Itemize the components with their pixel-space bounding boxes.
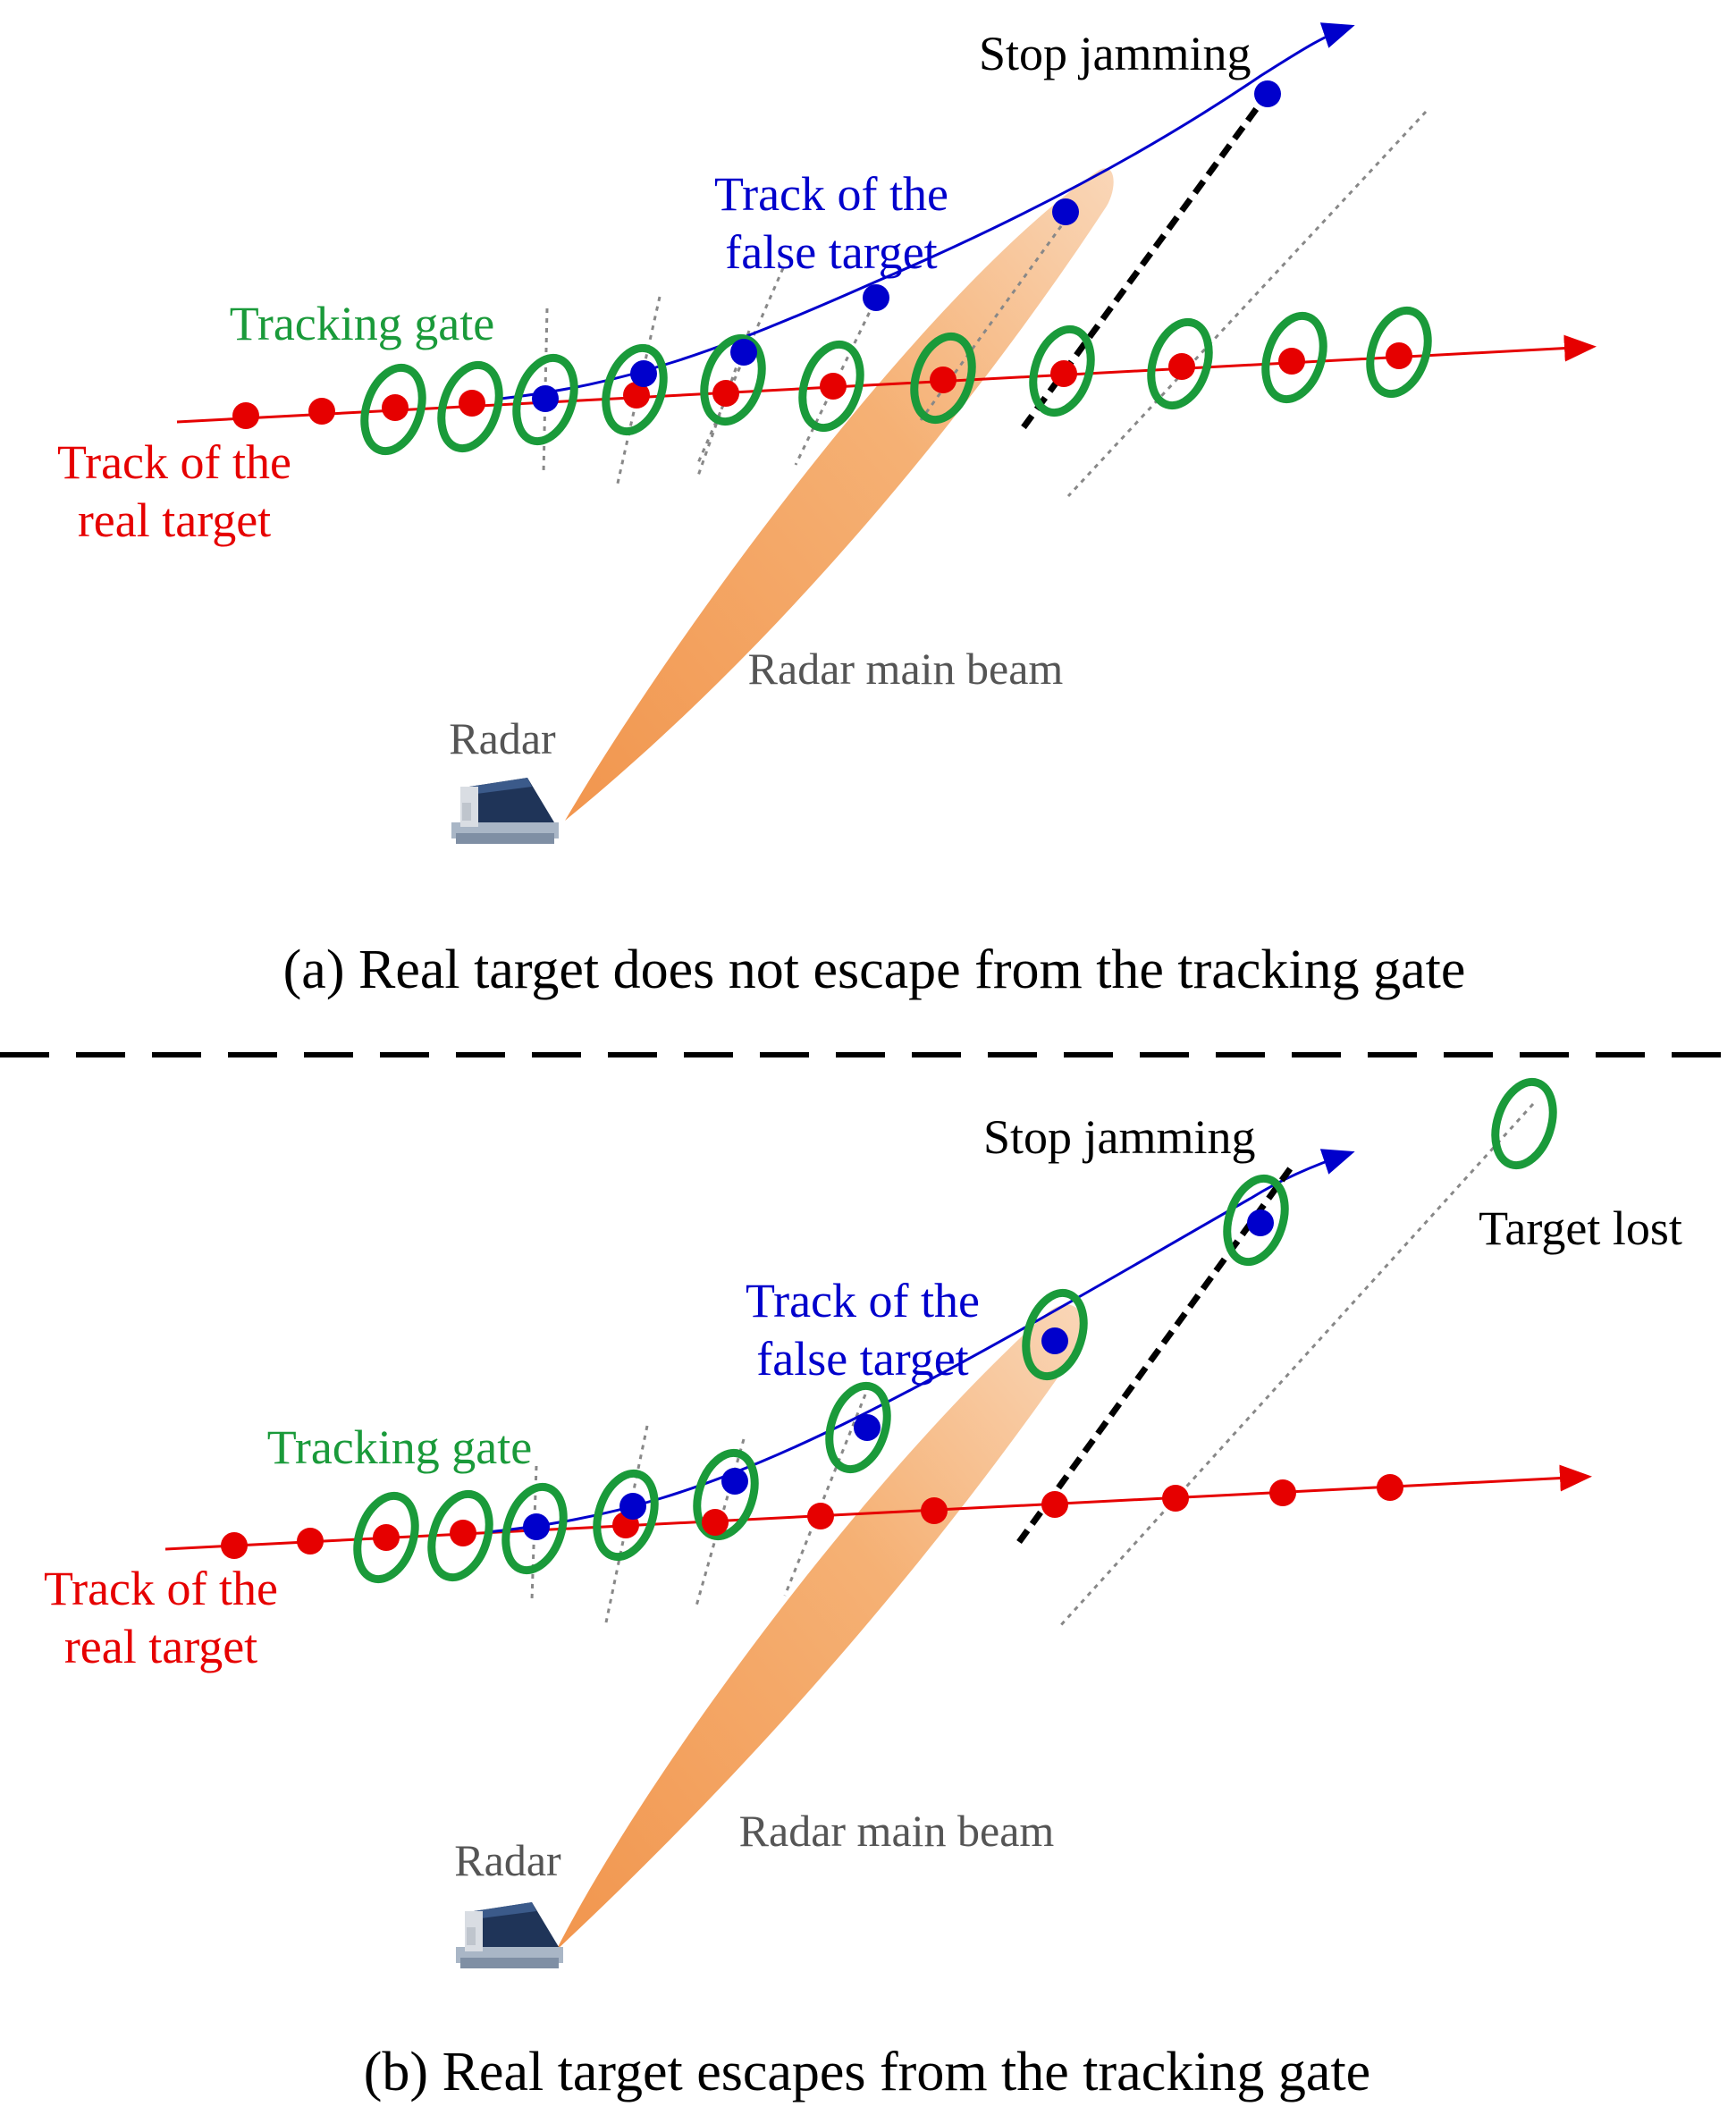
- gate-ellipse: [825, 1381, 891, 1474]
- real-track-label-a-line1: Track of the: [57, 435, 291, 489]
- false-point: [721, 1468, 748, 1495]
- false-target-points-a: [532, 80, 1281, 412]
- real-point: [459, 390, 485, 417]
- false-point: [532, 385, 559, 412]
- beam-label-a: Radar main beam: [748, 644, 1064, 694]
- stop-jamming-label-a: Stop jamming: [979, 27, 1251, 80]
- caption-a: (a) Real target does not escape from the…: [283, 940, 1466, 1000]
- tracking-gate-label-b: Tracking gate: [267, 1420, 532, 1474]
- gate-ellipse: [360, 363, 426, 456]
- radar-icon-a: [451, 778, 559, 844]
- caption-b: (b) Real target escapes from the trackin…: [364, 2042, 1370, 2102]
- stop-jamming-label-b: Stop jamming: [983, 1110, 1256, 1164]
- tracking-gates-b: [353, 1077, 1557, 1584]
- false-track-label-b-line1: Track of the: [746, 1274, 980, 1327]
- radar-label-b: Radar: [454, 1835, 561, 1885]
- real-point: [921, 1497, 948, 1524]
- real-point: [373, 1524, 400, 1551]
- gate-ellipse: [798, 340, 864, 433]
- beam-label-b: Radar main beam: [739, 1806, 1055, 1856]
- radar-main-beam-b: [556, 1304, 1084, 1951]
- radar-main-beam-a: [565, 168, 1114, 821]
- false-point: [523, 1513, 550, 1540]
- real-target-points-a: [232, 342, 1412, 429]
- real-point: [297, 1528, 324, 1555]
- gate-ellipse: [437, 360, 503, 453]
- gate-ellipse: [1366, 306, 1432, 399]
- false-point: [863, 284, 889, 311]
- false-point: [730, 339, 757, 366]
- false-target-points-b: [523, 1209, 1274, 1540]
- false-point: [630, 360, 657, 387]
- gate-ellipse: [602, 343, 668, 436]
- panel-a: Stop jamming Track of the false target T…: [57, 22, 1597, 1000]
- real-target-track-a: [176, 334, 1597, 424]
- real-point: [221, 1532, 248, 1559]
- false-track-label-b-line2: false target: [756, 1332, 968, 1386]
- real-point: [1050, 360, 1077, 387]
- real-point: [702, 1509, 729, 1536]
- real-point: [1377, 1474, 1403, 1501]
- real-point: [1162, 1485, 1189, 1512]
- gate-ellipse: [1147, 317, 1213, 410]
- real-point: [623, 382, 650, 409]
- real-point: [712, 380, 739, 407]
- false-point: [1041, 1327, 1068, 1354]
- false-point: [619, 1493, 646, 1520]
- real-point: [807, 1503, 834, 1529]
- gate-ellipse: [1223, 1174, 1289, 1267]
- real-point: [232, 402, 259, 429]
- panel-b: Stop jamming Target lost Track of the fa…: [44, 1077, 1682, 2102]
- real-track-label-b-line1: Track of the: [44, 1562, 278, 1615]
- real-track-label-b-line2: real target: [64, 1620, 257, 1673]
- stop-jamming-line-b: [1016, 1164, 1294, 1545]
- gate-ellipse: [501, 1482, 568, 1575]
- real-point: [1269, 1479, 1296, 1506]
- false-track-label-a-line2: false target: [725, 225, 937, 279]
- gate-ellipse: [427, 1489, 493, 1582]
- real-point: [820, 373, 847, 400]
- gate-ellipse: [1022, 1288, 1088, 1381]
- gate-ellipse: [910, 332, 976, 425]
- radar-icon-b: [456, 1902, 563, 1968]
- real-track-label-a-line2: real target: [78, 493, 271, 547]
- false-track-label-a-line1: Track of the: [714, 167, 948, 221]
- gate-ellipse: [593, 1469, 659, 1562]
- false-point: [1254, 80, 1281, 107]
- real-point: [450, 1520, 476, 1546]
- real-target-track-b: [164, 1464, 1592, 1551]
- real-point: [1386, 342, 1412, 369]
- real-point: [308, 398, 335, 425]
- real-point: [382, 394, 409, 421]
- target-lost-label-b: Target lost: [1479, 1201, 1682, 1255]
- real-point: [1041, 1491, 1068, 1518]
- false-point: [854, 1414, 881, 1441]
- real-target-points-b: [221, 1474, 1403, 1559]
- false-point: [1247, 1209, 1274, 1236]
- gate-ellipse: [512, 353, 578, 446]
- tracking-gate-label-a: Tracking gate: [230, 297, 494, 350]
- gate-ellipse: [1261, 311, 1327, 404]
- real-point: [930, 367, 956, 393]
- false-point: [1052, 198, 1079, 225]
- real-point: [1278, 348, 1305, 375]
- real-point: [1168, 353, 1195, 380]
- gate-ellipse: [1491, 1077, 1557, 1170]
- radar-label-a: Radar: [449, 713, 556, 763]
- gate-ellipse: [353, 1491, 419, 1584]
- gate-ellipse: [1029, 324, 1095, 417]
